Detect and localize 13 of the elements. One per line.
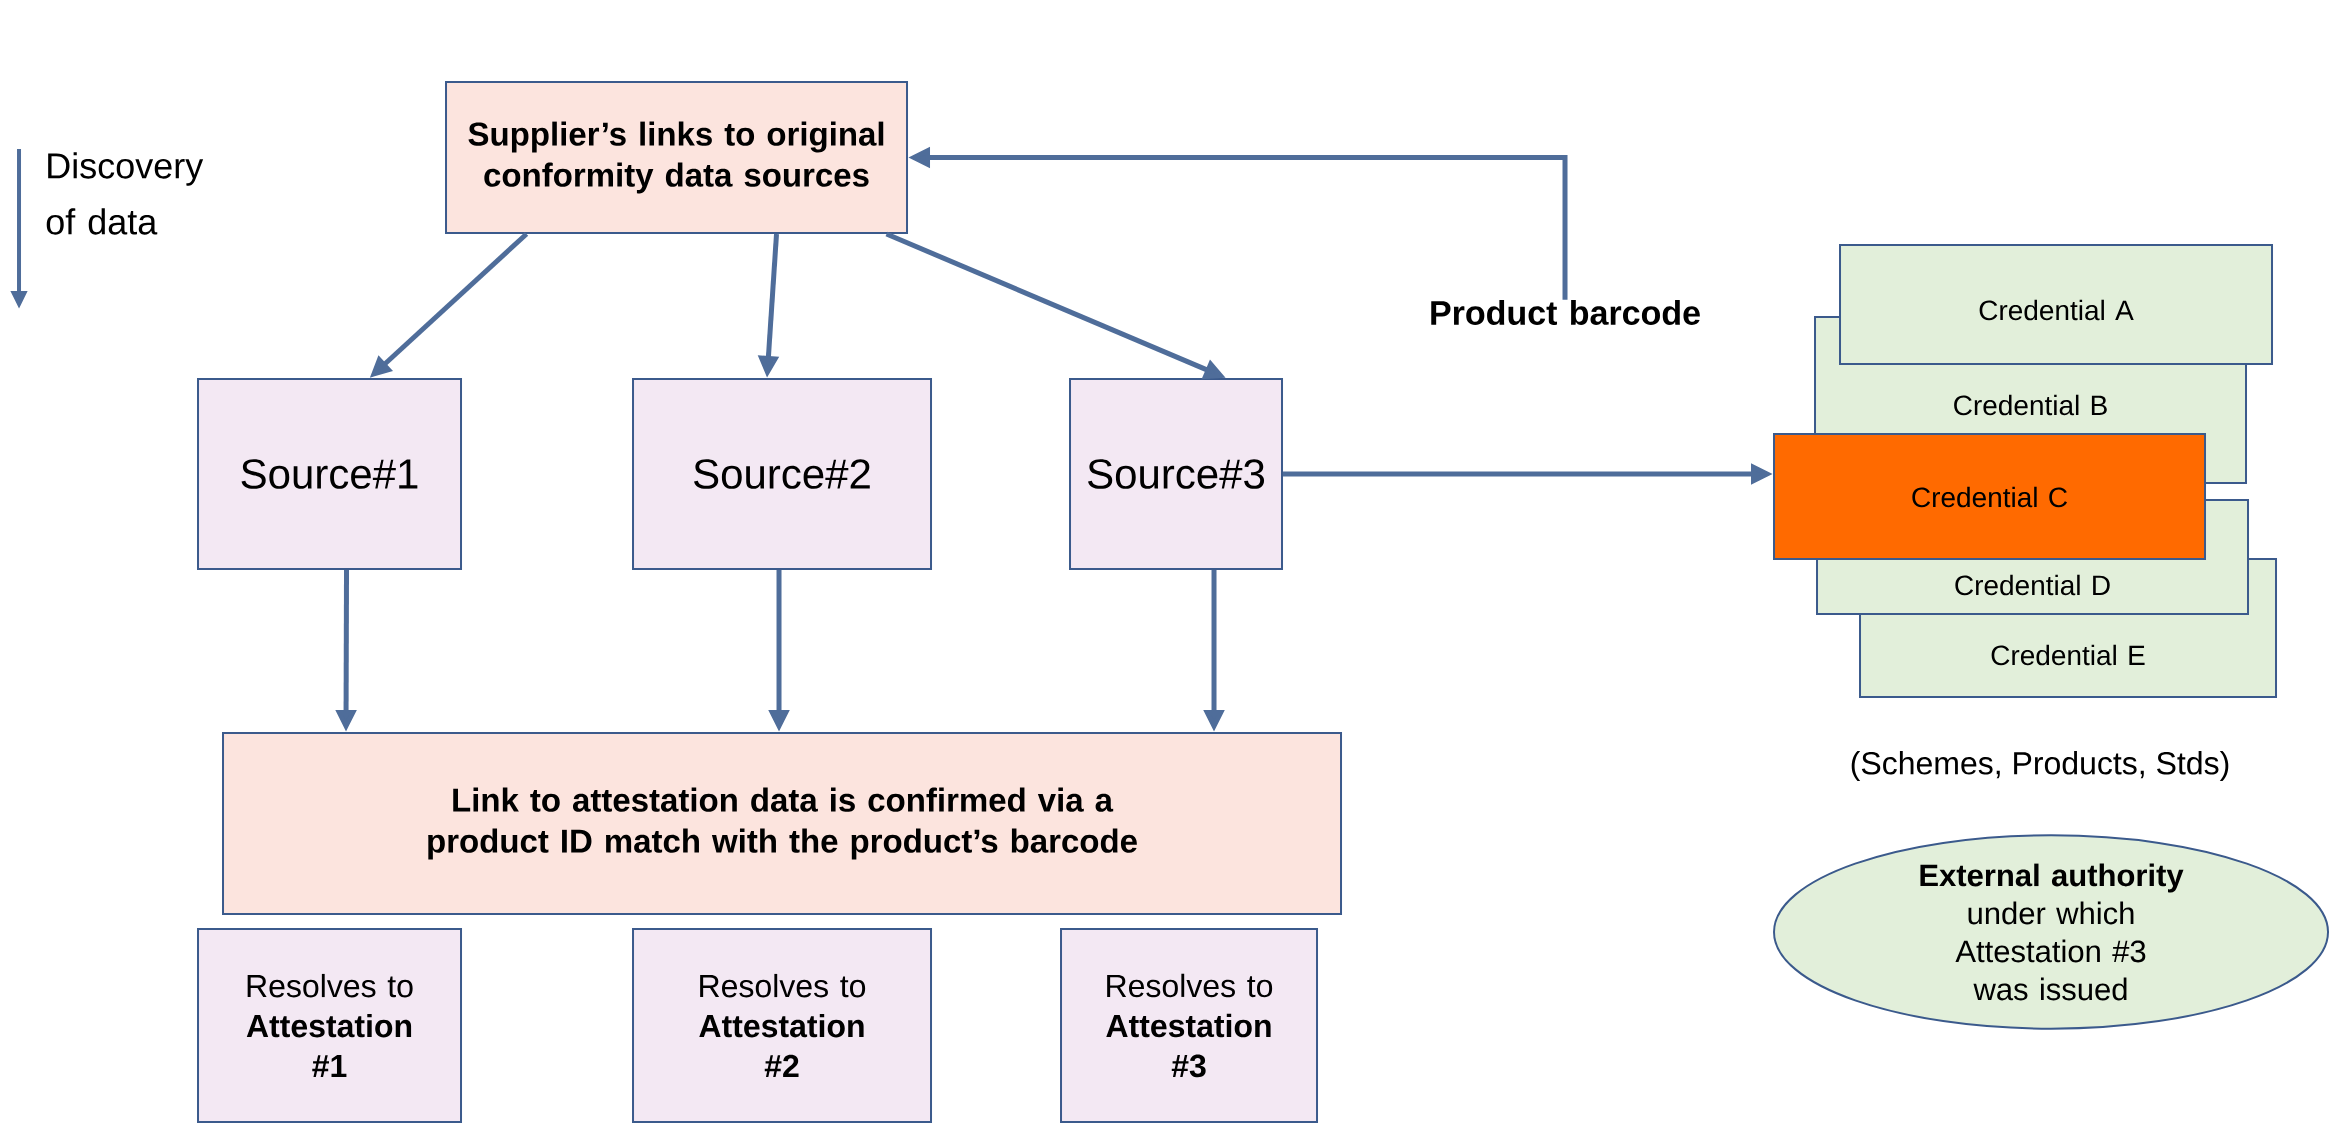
source-box: Source#3 <box>1069 378 1283 570</box>
credential-card: Credential A <box>1839 244 2273 365</box>
source-box: Supplier’s links to original conformity data sources <box>445 81 908 234</box>
result-box: Resolves to Attestation #2 <box>632 928 932 1123</box>
credential-card: Credential C <box>1773 433 2206 560</box>
confirmation-box: Link to attestation data is confirmed via a product ID match with the product’s barcode <box>222 732 1342 915</box>
source-box: Source#1 <box>197 378 462 570</box>
source-box: Source#2 <box>632 378 932 570</box>
result-box: Resolves to Attestation #1 <box>197 928 462 1123</box>
barcode-caption: Product barcode <box>1431 300 1700 325</box>
caption-text: (Schemes, Products, Stds) <box>1851 751 2229 781</box>
result-box: Resolves to Attestation #3 <box>1060 928 1318 1123</box>
direction-label: Discovery of data <box>46 152 204 235</box>
